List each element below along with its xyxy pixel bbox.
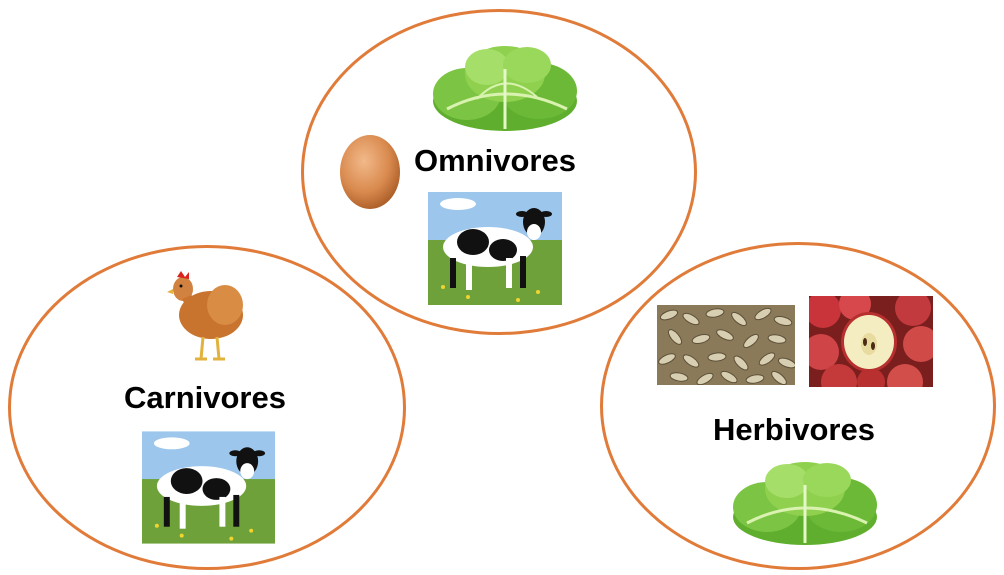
carnivores-label: Carnivores [124,380,286,416]
lettuce-icon [427,39,582,139]
lettuce-icon [727,455,882,550]
cow-icon [428,192,562,305]
omnivores-label: Omnivores [414,143,576,179]
herbivores-label: Herbivores [713,412,875,448]
cow-icon [142,430,275,545]
seeds-icon [657,305,795,385]
egg-icon [337,130,403,210]
apples-icon [809,296,933,387]
hen-icon [163,267,251,367]
